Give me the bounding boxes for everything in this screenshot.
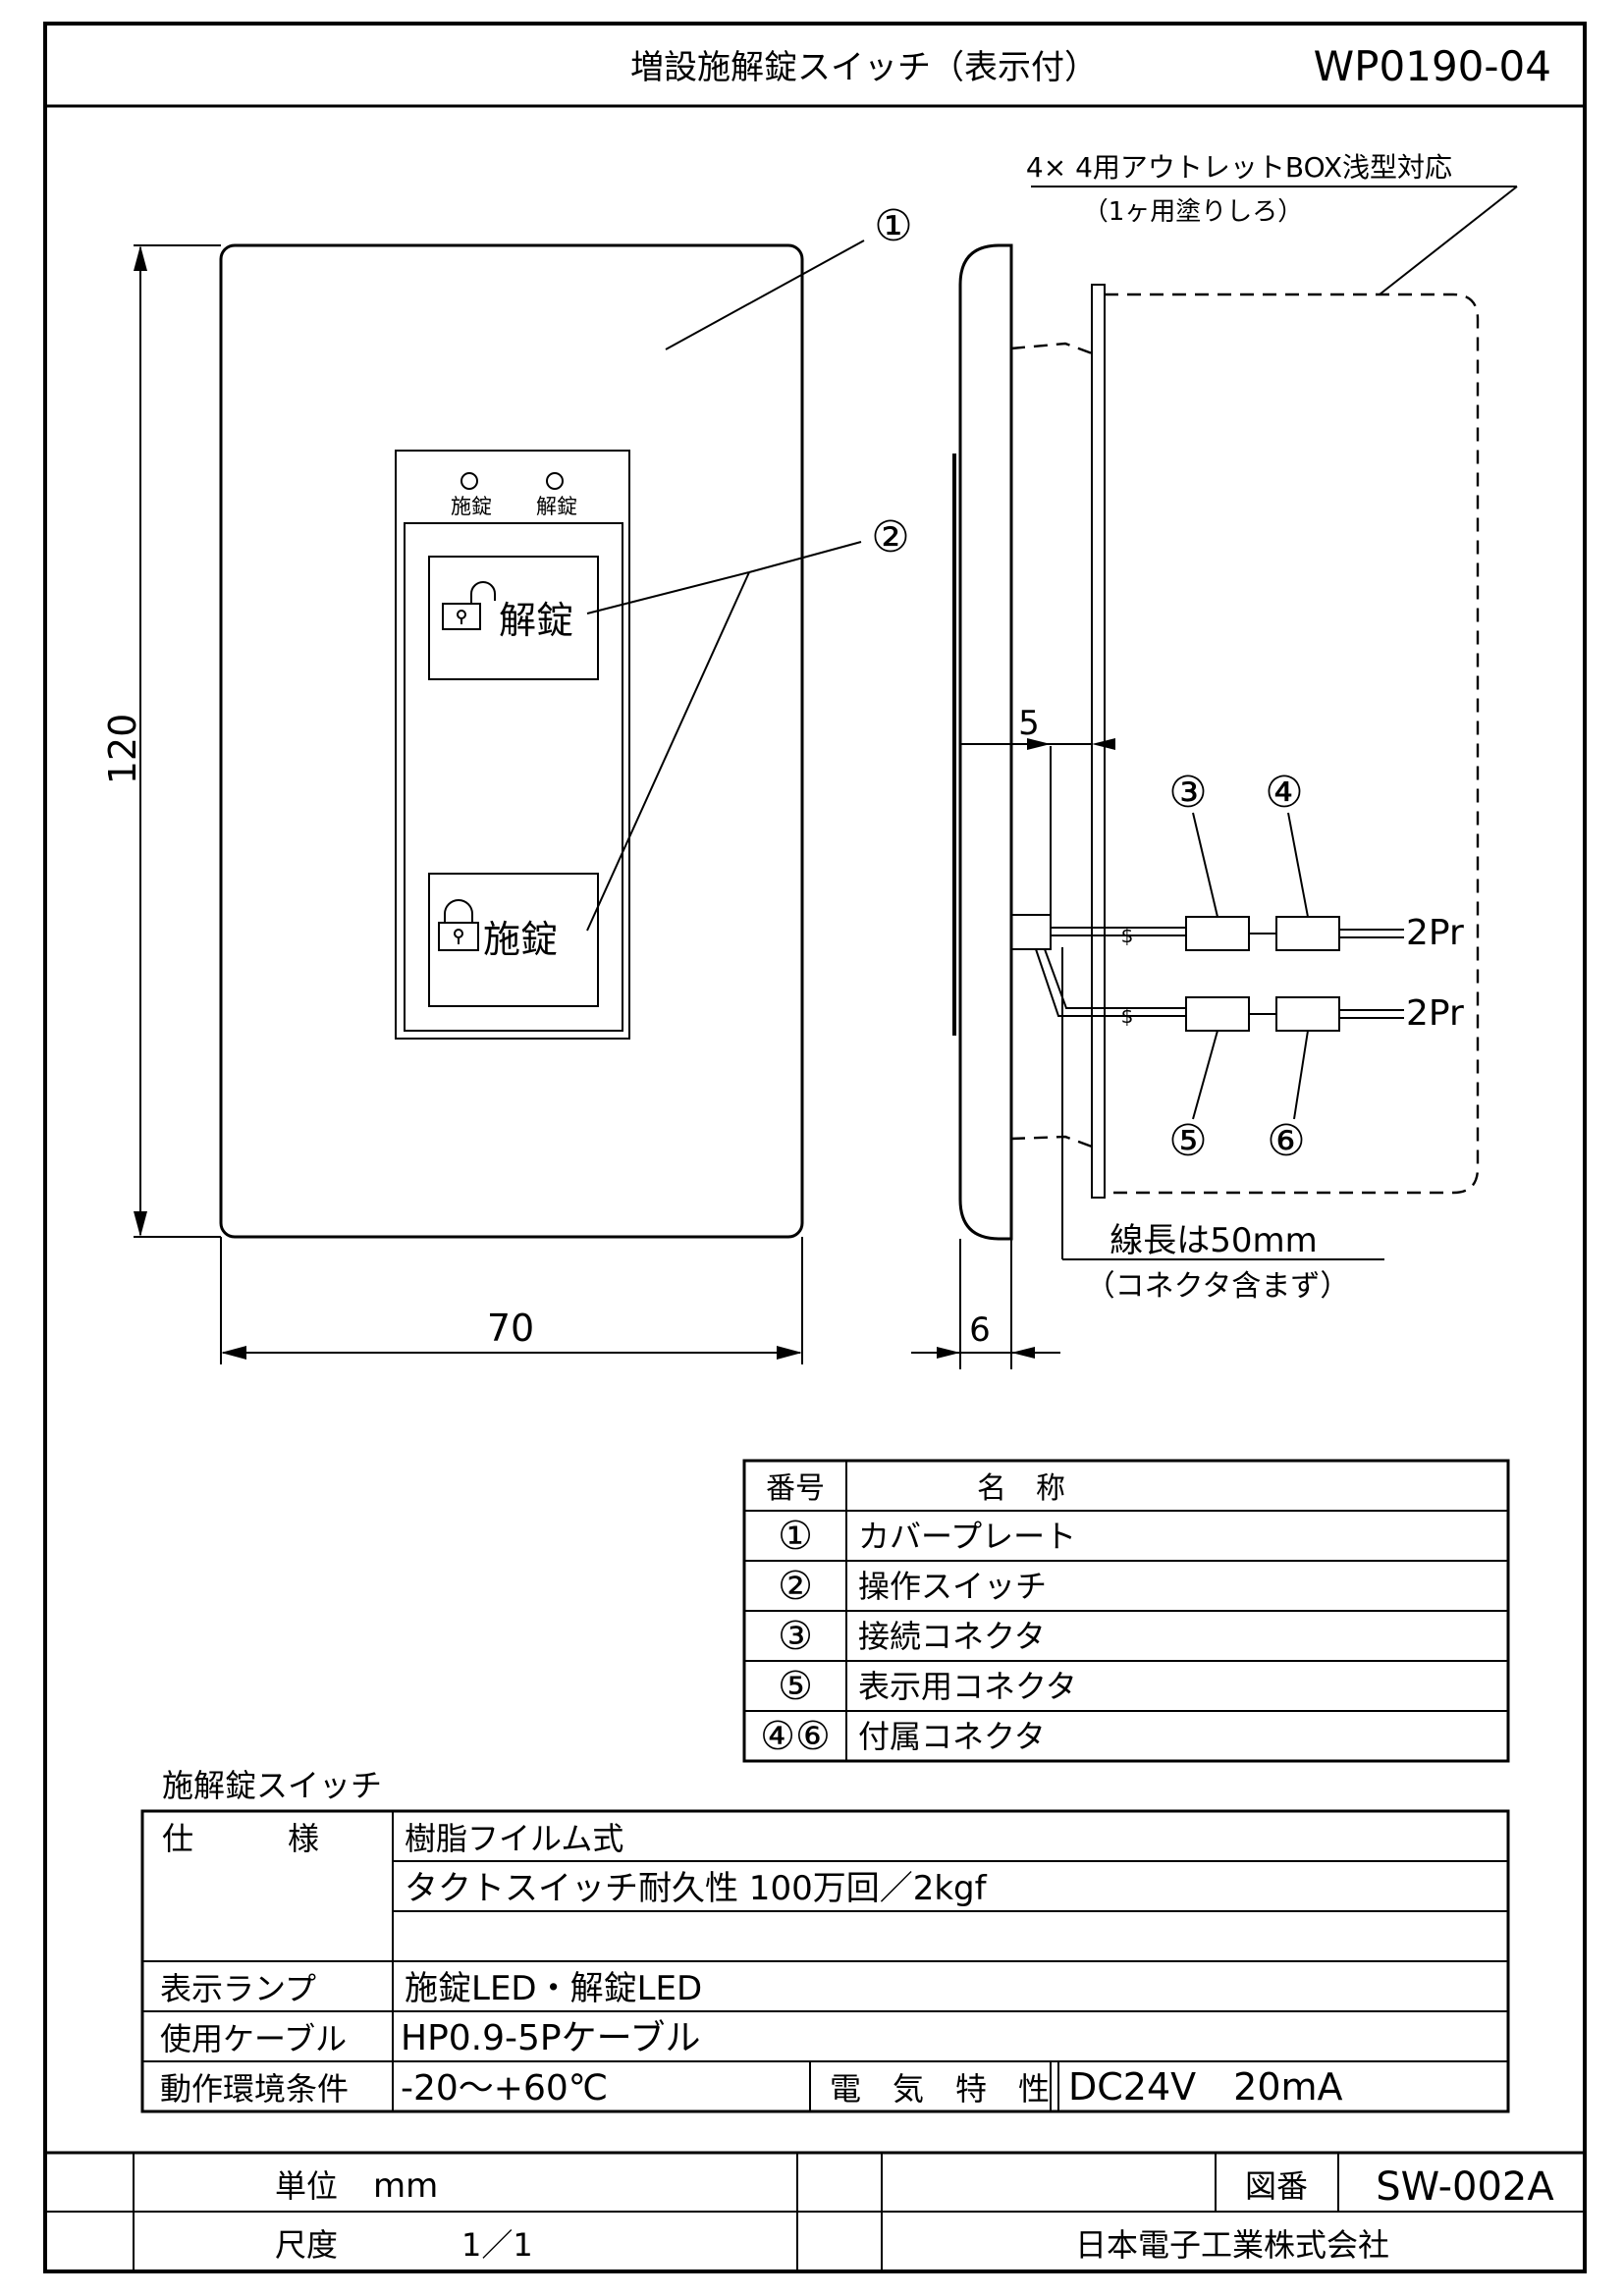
wire-length-sub-note: （コネクタ含まず） xyxy=(1086,1269,1350,1304)
callout-6: ⑥ xyxy=(1267,1116,1305,1166)
parts-header-no: 番号 xyxy=(766,1471,825,1506)
lamp-label: 表示ランプ xyxy=(160,1970,316,2007)
cover-plate xyxy=(219,243,804,1239)
parts-table xyxy=(742,1459,1510,1763)
indicator-unlock-label: 解錠 xyxy=(536,495,577,518)
environment-value: -20～+60℃ xyxy=(401,2068,608,2109)
spec-value: タクトスイッチ耐久性 100万回／2kgf xyxy=(405,1869,988,1908)
dimension-6: 6 xyxy=(969,1310,991,1350)
switch-body xyxy=(1010,914,1052,950)
parts-row-no: ④⑥ xyxy=(760,1714,831,1759)
parts-row-no: ⑤ xyxy=(778,1664,813,1709)
title-block xyxy=(45,2151,1585,2271)
sheet-border xyxy=(43,22,1587,2273)
unit-label: 単位 xyxy=(275,2167,338,2205)
switch-panel-inner xyxy=(404,522,623,1032)
height-dimension-value: 120 xyxy=(101,714,144,785)
side-cover-plate xyxy=(958,243,1013,1241)
cable-label: 使用ケーブル xyxy=(160,2020,347,2057)
spec-table xyxy=(140,1809,1510,2113)
parts-row-name: 接続コネクタ xyxy=(858,1618,1046,1655)
company-name: 日本電子工業株式会社 xyxy=(1075,2226,1389,2264)
connector-6 xyxy=(1275,996,1340,1032)
outlet-box-outline xyxy=(1105,293,1480,1195)
callout-2-leader xyxy=(748,541,862,573)
electrical-value: DC24V 20mA xyxy=(1068,2065,1343,2109)
wire-length-note: 線長は50mm xyxy=(1110,1221,1318,1260)
lamp-value: 施錠LED・解錠LED xyxy=(405,1969,702,2008)
electrical-label: 電 気 特 性 xyxy=(830,2070,1050,2108)
callout-1-leader xyxy=(665,240,865,350)
parts-row-name: 付属コネクタ xyxy=(858,1718,1046,1755)
svg-text:$: $ xyxy=(1121,924,1134,947)
outlet-box-note: 4× 4用アウトレットBOX浅型対応 xyxy=(1026,151,1452,184)
led-unlock-indicator xyxy=(546,472,564,490)
cable-value: HP0.9-5Pケーブル xyxy=(401,2018,700,2058)
drawing-number-label: 図番 xyxy=(1245,2167,1308,2205)
led-lock-indicator xyxy=(460,472,478,490)
callout-5: ⑤ xyxy=(1168,1116,1207,1166)
unit-value: mm xyxy=(373,2166,438,2206)
parts-header-name: 名 称 xyxy=(977,1471,1065,1506)
spec-label: 仕 様 xyxy=(162,1820,319,1857)
parts-row-name: 表示用コネクタ xyxy=(858,1668,1077,1705)
pair-label-1: 2Pr xyxy=(1406,913,1464,953)
scale-label: 尺度 xyxy=(275,2226,338,2264)
callout-2: ② xyxy=(871,512,909,562)
callout-3: ③ xyxy=(1168,768,1207,818)
locked-padlock-icon xyxy=(438,899,479,951)
outlet-box-flange xyxy=(1091,284,1106,1199)
switch-panel-outer xyxy=(395,450,630,1040)
drawing-number: SW-002A xyxy=(1376,2164,1554,2210)
callout-1: ① xyxy=(874,201,912,251)
environment-label: 動作環境条件 xyxy=(160,2070,349,2108)
scale-value: 1／1 xyxy=(461,2226,533,2264)
unlock-button[interactable] xyxy=(428,556,599,680)
dimension-5: 5 xyxy=(1018,704,1040,743)
document-number: WP0190-04 xyxy=(1314,42,1551,90)
parts-row-no: ② xyxy=(778,1564,813,1609)
callout-4: ④ xyxy=(1265,768,1303,818)
unlocked-padlock-icon xyxy=(442,581,496,630)
parts-row-name: カバープレート xyxy=(858,1518,1076,1555)
connector-4 xyxy=(1275,916,1340,951)
unlock-button-label: 解錠 xyxy=(499,599,573,642)
pair-label-2: 2Pr xyxy=(1406,993,1464,1034)
parts-row-name: 操作スイッチ xyxy=(858,1568,1047,1605)
outlet-box-sub-note: （1ヶ用塗りしろ） xyxy=(1083,197,1304,227)
parts-row-no: ① xyxy=(778,1514,813,1559)
lock-button-label: 施錠 xyxy=(483,918,558,961)
indicator-lock-label: 施錠 xyxy=(451,495,492,518)
spec-value: 樹脂フイルム式 xyxy=(405,1820,623,1857)
connector-3 xyxy=(1185,916,1250,951)
drawing-title: 増設施解錠スイッチ（表示付） xyxy=(630,48,1098,87)
spec-title: 施解錠スイッチ xyxy=(162,1767,382,1804)
svg-text:$: $ xyxy=(1121,1004,1134,1028)
lock-button[interactable] xyxy=(428,873,599,1007)
width-dimension-value: 70 xyxy=(487,1307,534,1350)
parts-row-no: ③ xyxy=(778,1614,813,1659)
connector-5 xyxy=(1185,996,1250,1032)
